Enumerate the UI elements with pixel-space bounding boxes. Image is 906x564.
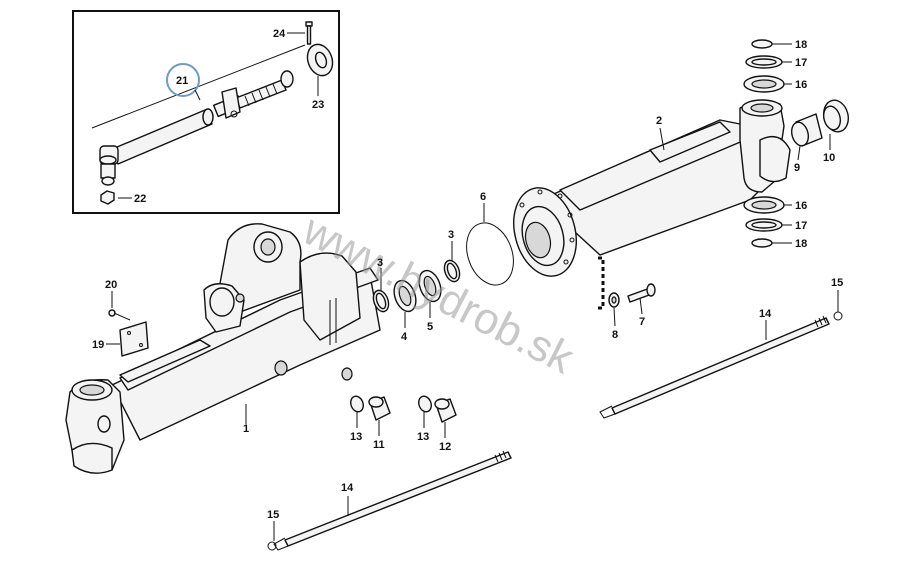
- callout-14a: 14: [759, 308, 772, 320]
- axle-housing-part-1: [65, 223, 381, 474]
- callout-3b: 3: [448, 229, 454, 241]
- callout-5: 5: [427, 321, 433, 333]
- seal-part-3a: [372, 268, 390, 313]
- callout-10: 10: [823, 152, 835, 164]
- o-ring-part-13b: [418, 395, 432, 428]
- dashed-assembly-line: [598, 256, 605, 310]
- callout-4: 4: [401, 331, 408, 343]
- callout-20: 20: [105, 279, 117, 291]
- bearing-part-5: [418, 269, 442, 318]
- callout-2: 2: [656, 115, 662, 127]
- callout-1: 1: [243, 423, 249, 435]
- callout-21: 21: [176, 75, 188, 87]
- seal-part-17b: [745, 218, 792, 232]
- callout-14b: 14: [341, 482, 354, 494]
- o-ring-part-6: [466, 203, 514, 286]
- inset-frame: [72, 10, 340, 214]
- callout-17a: 17: [795, 57, 807, 69]
- tie-rod-part-21: [99, 70, 294, 186]
- callout-11: 11: [373, 439, 385, 451]
- cap-part-18b: [751, 238, 792, 248]
- bearing-part-16b: [743, 196, 792, 214]
- plug-part-11: [368, 396, 391, 436]
- screw-part-24: [287, 21, 313, 45]
- bearing-part-4: [393, 279, 417, 328]
- callout-16b: 16: [795, 200, 807, 212]
- inset-detail: [72, 10, 340, 214]
- callout-16a: 16: [795, 79, 807, 91]
- callout-15b: 15: [267, 509, 279, 521]
- seal-part-3b: [443, 241, 461, 283]
- callout-24: 24: [273, 28, 286, 40]
- o-ring-part-13a: [350, 395, 364, 428]
- axle-housing-part-2: [513, 99, 791, 277]
- callout-18b: 18: [795, 238, 807, 250]
- callout-18a: 18: [795, 39, 807, 51]
- circlip-part-15a: [833, 290, 843, 321]
- plug-part-12: [434, 398, 457, 438]
- callout-13b: 13: [417, 431, 429, 443]
- cap-part-18a: [751, 39, 792, 49]
- seal-part-17a: [745, 55, 792, 69]
- callout-7: 7: [639, 316, 645, 328]
- bushing-part-9: [790, 113, 823, 161]
- callout-22: 22: [134, 193, 146, 205]
- callout-8: 8: [612, 329, 618, 341]
- callouts: 1 2 3 3 4 5 6 7 8 9 10 11 12 13 13 14 14…: [92, 28, 843, 521]
- washer-part-8: [608, 292, 620, 327]
- ring-part-10: [822, 99, 850, 150]
- washer-part-23: [306, 43, 334, 96]
- callout-13a: 13: [350, 431, 362, 443]
- callout-9: 9: [794, 162, 800, 174]
- callout-6: 6: [480, 191, 486, 203]
- plate-part-19: [106, 321, 149, 357]
- circlip-part-15b: [267, 521, 277, 551]
- bearing-part-16a: [743, 75, 792, 93]
- drive-shaft-part-14b: [273, 450, 512, 551]
- bolt-part-20: [108, 291, 131, 321]
- bolt-part-7: [627, 283, 656, 315]
- drive-shaft-part-14a: [599, 315, 830, 419]
- highlight-ring: [166, 63, 200, 97]
- callout-15a: 15: [831, 277, 843, 289]
- callout-12: 12: [439, 441, 451, 453]
- callout-19: 19: [92, 339, 104, 351]
- callout-17b: 17: [795, 220, 807, 232]
- callout-23: 23: [312, 99, 324, 111]
- nut-part-22: [100, 190, 132, 205]
- callout-3a: 3: [377, 257, 383, 269]
